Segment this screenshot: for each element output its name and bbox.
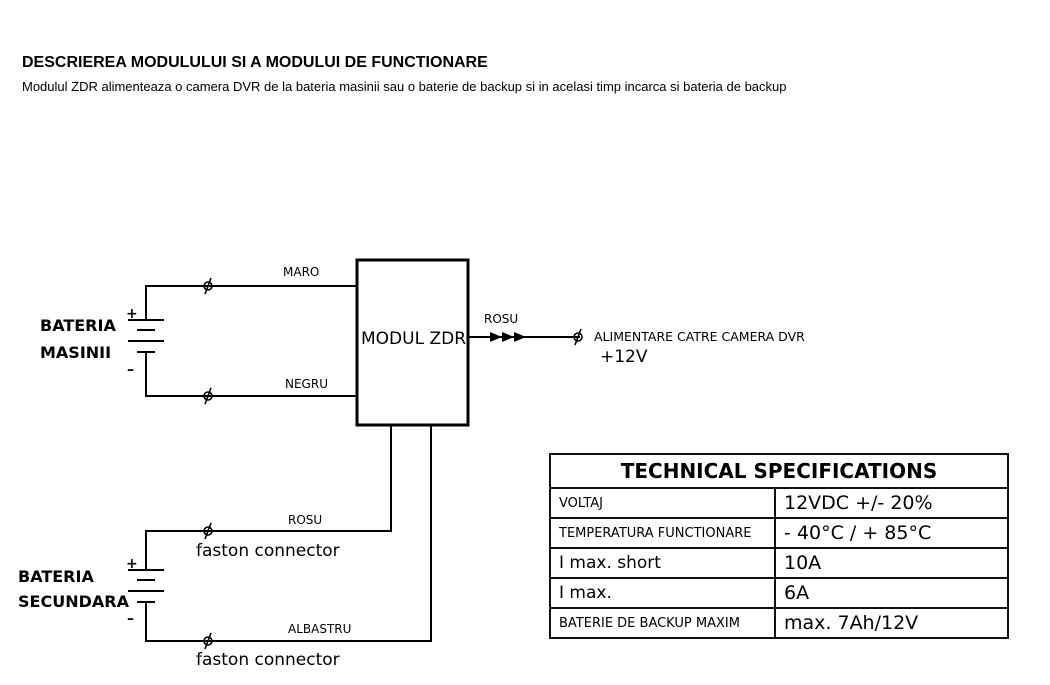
battery-2-wires [145, 425, 432, 642]
battery-1-label-line2: MASINII [40, 343, 111, 362]
connector-icon [203, 277, 583, 650]
wire-label-maro: MARO [283, 265, 319, 279]
specs-title: TECHNICAL SPECIFICATIONS [549, 453, 1009, 489]
battery-2-label-line1: BATERIA [18, 567, 94, 586]
module-label: MODUL ZDR [361, 329, 466, 349]
battery-2-plus: + [126, 556, 138, 572]
output-voltage: +12V [600, 347, 648, 367]
spec-value: max. 7Ah/12V [774, 607, 1009, 639]
output-label: ALIMENTARE CATRE CAMERA DVR [594, 329, 805, 344]
battery-1-symbol [128, 319, 164, 353]
page-subtitle: Modulul ZDR alimenteaza o camera DVR de … [22, 79, 787, 94]
battery-1-plus: + [126, 306, 138, 322]
spec-value: 12VDC +/- 20% [774, 487, 1009, 519]
spec-key: VOLTAJ [549, 487, 776, 519]
spec-key: TEMPERATURA FUNCTIONARE [549, 517, 776, 549]
table-row: I max.6A [549, 577, 1009, 609]
wire-label-negru: NEGRU [285, 377, 328, 391]
battery-1-label-line1: BATERIA [40, 316, 116, 335]
battery-2-minus: – [127, 611, 134, 627]
spec-key: BATERIE DE BACKUP MAXIM [549, 607, 776, 639]
spec-key: I max. [549, 577, 776, 609]
arrow-icon [490, 332, 526, 342]
spec-key: I max. short [549, 547, 776, 579]
spec-value: - 40°C / + 85°C [774, 517, 1009, 549]
battery-1-wires [145, 285, 357, 397]
spec-value: 6A [774, 577, 1009, 609]
battery-2-label-line2: SECUNDARA [18, 592, 130, 611]
battery-1-minus: – [127, 362, 134, 378]
module-box [355, 258, 470, 427]
spec-value: 10A [774, 547, 1009, 579]
faston-connector-label-1: faston connector [196, 541, 340, 561]
faston-connector-label-2: faston connector [196, 650, 340, 670]
battery-2-symbol [128, 569, 164, 603]
wire-label-albastru: ALBASTRU [288, 622, 351, 636]
wire-label-rosu: ROSU [288, 513, 322, 527]
table-row: TEMPERATURA FUNCTIONARE- 40°C / + 85°C [549, 517, 1009, 549]
wire-label-rosu-out: ROSU [484, 312, 518, 326]
page-title: DESCRIEREA MODULULUI SI A MODULUI DE FUN… [22, 54, 488, 71]
